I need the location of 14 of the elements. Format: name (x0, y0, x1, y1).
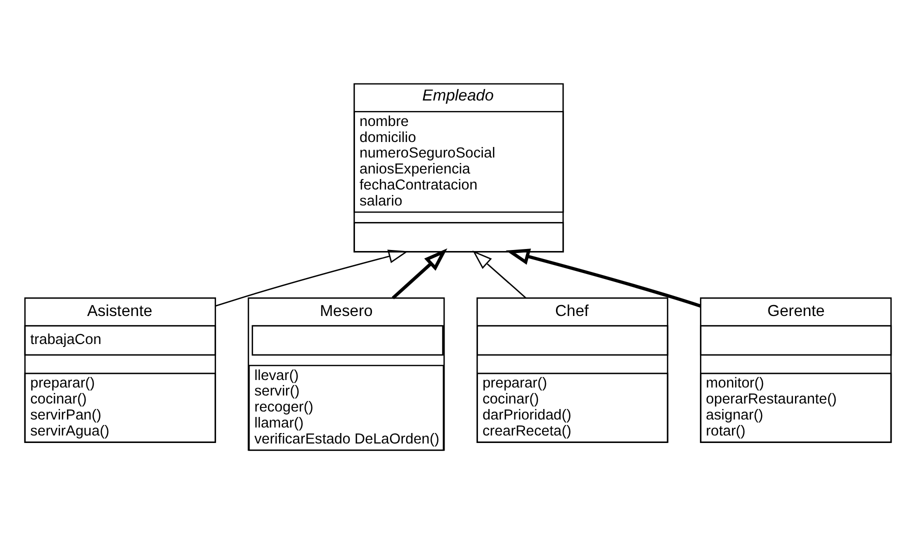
node-box: nombre domicilio numeroSeguroSocial aniosExperiencia fechaContratacion salario (354, 110, 564, 212)
node-box: monitor() operarRestaurante() asignar() rotar() (700, 372, 892, 442)
arrow (392, 248, 448, 299)
arrow (506, 248, 702, 308)
node-box (700, 324, 892, 356)
arrow (215, 249, 408, 306)
node-box: llevar() servir() recoger() llamar() verificarEstado DeLaOrden() (248, 364, 444, 450)
arrow (472, 250, 526, 298)
node-box: preparar() cocinar() servirPan() servirAgua() (24, 372, 216, 442)
node-box: preparar() cocinar() darPrioridad() crearReceta() (476, 372, 668, 442)
node-box (354, 222, 564, 252)
node-box (476, 324, 668, 356)
node-box (252, 324, 444, 356)
node-box: trabajaCon (24, 324, 216, 356)
